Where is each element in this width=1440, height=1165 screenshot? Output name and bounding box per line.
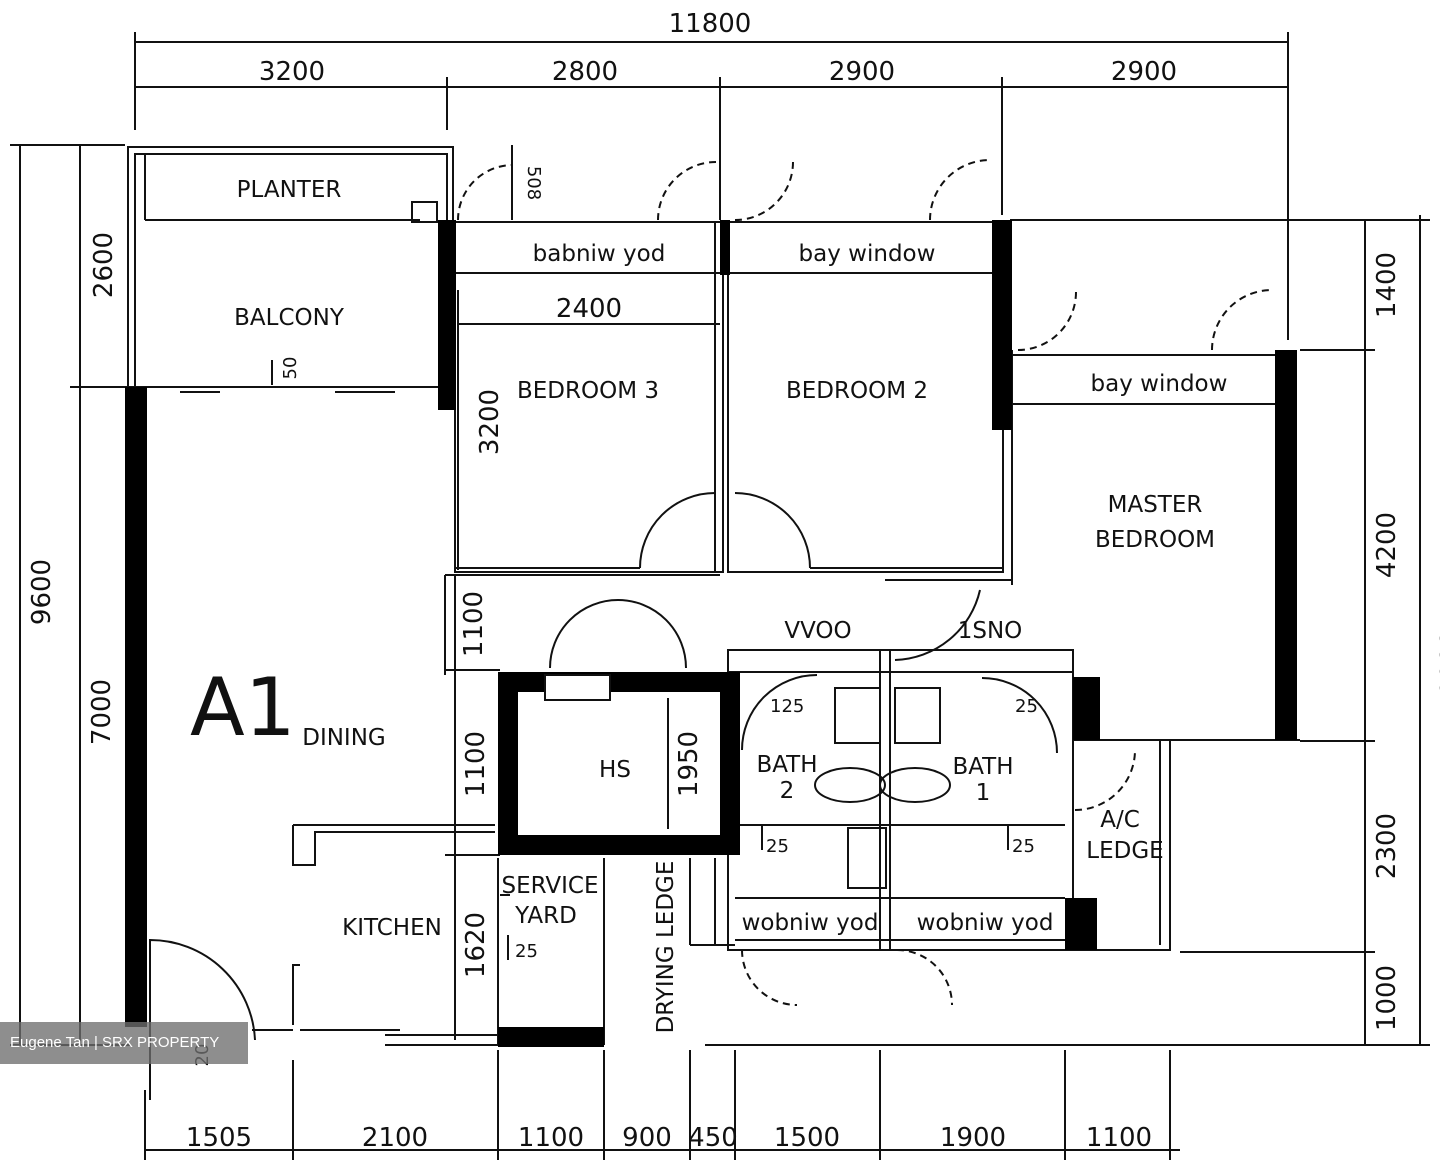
thin-walls	[127, 146, 1300, 1046]
label-master-line2: BEDROOM	[1095, 527, 1215, 553]
label-bay-window-master: bay window	[1091, 371, 1228, 397]
dim-bath1-small: 25	[1015, 696, 1038, 717]
hs-inner	[524, 698, 714, 829]
dim-top-1: 3200	[259, 57, 325, 87]
dim-top-4: 2900	[1111, 57, 1177, 87]
dim-bottom-3: 1100	[518, 1123, 584, 1153]
dim-kitchen-sy: 1620	[461, 912, 491, 978]
label-bay-window-bath1: wobniw yod	[917, 910, 1054, 936]
dim-right-3: 2300	[1372, 813, 1402, 879]
dim-bottom-8: 1100	[1086, 1123, 1152, 1153]
hs-door-opening	[544, 674, 611, 701]
label-dining: DINING	[302, 725, 386, 751]
unit-code: A1	[190, 661, 296, 754]
watermark: Eugene Tan | SRX PROPERTY	[0, 1022, 248, 1064]
door-swings	[457, 159, 1273, 1006]
label-service-line1: SERVICE	[502, 873, 599, 899]
label-wc-right: 1SNO	[958, 618, 1023, 644]
dim-right-4: 1000	[1372, 965, 1402, 1031]
dim-top-2: 2800	[552, 57, 618, 87]
label-balcony: BALCONY	[234, 305, 345, 331]
dim-left-outer: 9600	[27, 559, 57, 625]
dim-left-upper: 2600	[89, 232, 119, 298]
label-drying-ledge: DRYING LEDGE	[653, 861, 679, 1034]
label-bath1-line2: 1	[976, 780, 991, 806]
label-ac-line2: LEDGE	[1086, 838, 1163, 864]
dim-bath2-step: 25	[766, 836, 789, 857]
label-bath1-line1: BATH	[952, 754, 1013, 780]
dimension-lines	[10, 32, 1430, 1160]
dim-bottom-6: 1500	[774, 1123, 840, 1153]
dim-bottom-4: 900	[622, 1123, 672, 1153]
label-wc-left: VVOO	[784, 618, 851, 644]
dim-bottom-1: 1505	[186, 1123, 252, 1153]
dim-bottom-5: 450	[688, 1123, 738, 1153]
dim-planter-depth: 508	[523, 166, 544, 200]
label-bath2-line1: BATH	[756, 752, 817, 778]
dim-bedroom3-depth: 3200	[475, 389, 505, 455]
dim-bottom-7: 1900	[940, 1123, 1006, 1153]
label-bay-window-b3: babniw yod	[533, 241, 666, 267]
dim-left-lower: 7000	[87, 679, 117, 745]
door-swings-solid	[149, 492, 1058, 1100]
label-bay-window-bath2: wobniw yod	[742, 910, 879, 936]
label-bath2-line2: 2	[780, 778, 795, 804]
dim-right-2: 4200	[1372, 512, 1402, 578]
dim-right-outer: 8800	[1433, 630, 1440, 696]
label-bay-window-b2: bay window	[799, 241, 936, 267]
dim-bedroom3-width: 2400	[556, 294, 622, 324]
label-master-line1: MASTER	[1108, 492, 1203, 518]
label-hs: HS	[599, 757, 631, 783]
label-kitchen: KITCHEN	[342, 915, 442, 941]
dim-right-1: 1400	[1372, 252, 1402, 318]
label-ac-line1: A/C	[1100, 807, 1140, 833]
label-service-line2: YARD	[514, 903, 577, 929]
dimension-labels: 11800 3200 2800 2900 2900 1505 2100 1100…	[27, 9, 1440, 1153]
label-planter: PLANTER	[237, 177, 342, 203]
hs-walls	[498, 672, 740, 855]
dim-corridor: 1100	[459, 591, 489, 657]
dim-bottom-2: 2100	[362, 1123, 428, 1153]
dim-balcony-step: 50	[280, 357, 301, 380]
dim-dining-hs: 1100	[461, 731, 491, 797]
dim-bath2-small: 125	[770, 696, 804, 717]
thick-walls	[125, 220, 1297, 1047]
dim-bath1-step: 25	[1012, 836, 1035, 857]
label-bedroom-3: BEDROOM 3	[517, 378, 659, 404]
dim-top-3: 2900	[829, 57, 895, 87]
dim-hs-depth: 1950	[674, 731, 704, 797]
dim-sy-step: 25	[515, 941, 538, 962]
dim-overall-width: 11800	[669, 9, 752, 39]
room-labels: PLANTER BALCONY BEDROOM 3 BEDROOM 2 MAST…	[234, 177, 1227, 1033]
label-bedroom-2: BEDROOM 2	[786, 378, 928, 404]
